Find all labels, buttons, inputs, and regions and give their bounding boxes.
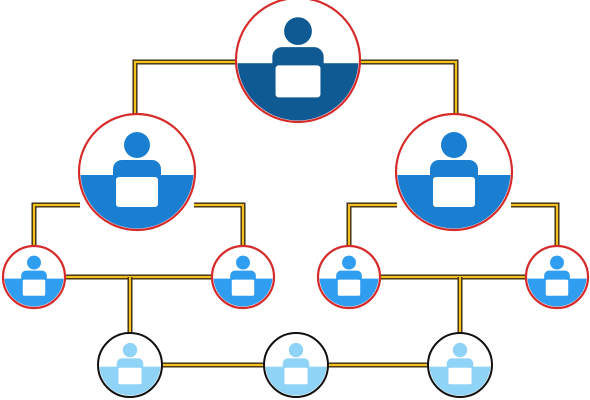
- node-bottom-1: [97, 332, 163, 398]
- person-at-desk-icon: [271, 17, 325, 102]
- node-ring: [234, 0, 362, 124]
- node-ring: [1, 244, 67, 310]
- node-ring: [316, 244, 382, 310]
- node-small-4: [524, 244, 590, 310]
- node-ring: [77, 112, 197, 232]
- connector-mid-left-to-small-2: [194, 202, 246, 246]
- connector-outline: [194, 202, 246, 246]
- person-head: [236, 255, 250, 270]
- person-head: [452, 342, 468, 358]
- connector-outline: [511, 202, 560, 246]
- node-ring: [427, 332, 493, 398]
- desk-panel: [116, 365, 144, 387]
- desk-panel: [20, 277, 48, 298]
- node-ring: [210, 244, 276, 310]
- connector-mid-left-to-small-1: [31, 202, 80, 246]
- person-at-desk-icon: [543, 255, 571, 298]
- desk-panel: [271, 61, 325, 102]
- person-at-desk-icon: [282, 342, 310, 387]
- node-ring: [97, 332, 163, 398]
- node-mid-left: [77, 112, 197, 232]
- node-bottom-3: [427, 332, 493, 398]
- person-at-desk-icon: [112, 132, 162, 211]
- person-head: [27, 255, 41, 270]
- person-at-desk-icon: [446, 342, 474, 387]
- person-head: [342, 255, 356, 270]
- person-head: [124, 132, 150, 158]
- connector-top-to-mid-right: [360, 59, 459, 114]
- connector-outline: [346, 202, 397, 246]
- person-head: [550, 255, 564, 270]
- node-small-1: [1, 244, 67, 310]
- connector-outline: [31, 202, 80, 246]
- person-at-desk-icon: [335, 255, 363, 298]
- connector-outline: [360, 59, 459, 114]
- connector-fill: [360, 60, 458, 114]
- person-head: [441, 132, 467, 158]
- connector-fill: [133, 60, 236, 114]
- desk-panel: [429, 173, 479, 211]
- desk-panel: [335, 277, 363, 298]
- node-ring: [394, 112, 514, 232]
- desk-panel: [112, 173, 162, 211]
- person-head: [288, 342, 304, 358]
- node-small-2: [210, 244, 276, 310]
- connector-mid-right-to-small-4: [511, 202, 560, 246]
- node-small-3: [316, 244, 382, 310]
- person-at-desk-icon: [116, 342, 144, 387]
- desk-panel: [446, 365, 474, 387]
- connector-fill: [32, 203, 80, 246]
- node-bottom-2: [263, 332, 329, 398]
- connector-lines: [31, 59, 560, 368]
- node-ring: [524, 244, 590, 310]
- connector-fill: [194, 203, 245, 246]
- person-head: [122, 342, 138, 358]
- connector-top-to-mid-left: [132, 59, 236, 114]
- node-mid-right: [394, 112, 514, 232]
- person-head: [284, 17, 312, 46]
- person-at-desk-icon: [229, 255, 257, 298]
- node-top: [234, 0, 362, 124]
- desk-panel: [543, 277, 571, 298]
- node-ring: [263, 332, 329, 398]
- desk-panel: [229, 277, 257, 298]
- connector-outline: [132, 59, 236, 114]
- connector-fill: [347, 203, 397, 246]
- connector-fill: [511, 203, 559, 246]
- person-at-desk-icon: [20, 255, 48, 298]
- person-at-desk-icon: [429, 132, 479, 211]
- connector-mid-right-to-small-3: [346, 202, 397, 246]
- desk-panel: [282, 365, 310, 387]
